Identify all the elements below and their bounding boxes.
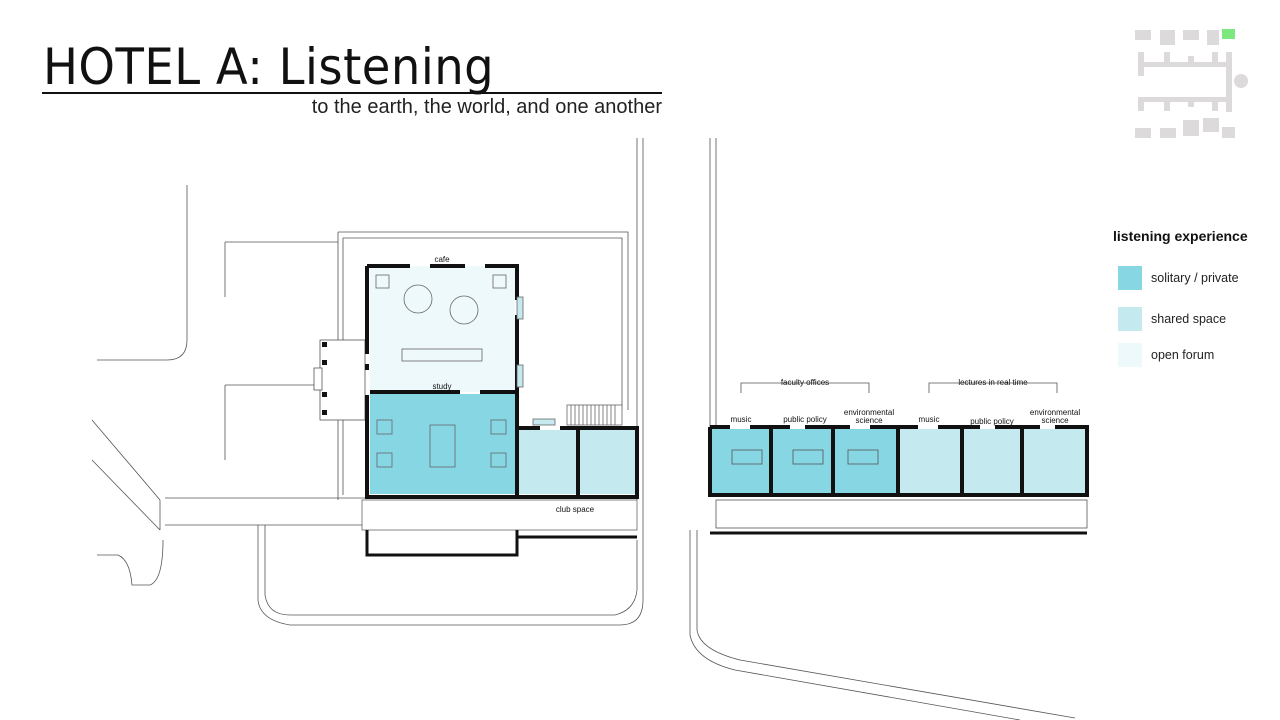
label-club-space: club space [556,505,595,514]
label-room: environmental [1030,408,1080,417]
legend-item-solitary: solitary / private [1118,266,1239,290]
label-study: study [432,382,451,391]
label-cafe: cafe [434,255,450,264]
legend-swatch [1118,343,1142,367]
label-lectures: lectures in real time [958,378,1028,387]
label-room: science [1041,416,1069,425]
label-room: music [919,415,940,424]
title-underline [42,92,662,94]
legend-title: listening experience [1113,228,1248,244]
page-title: HOTEL A: Listening [43,38,495,96]
lecture-rooms [900,429,1086,493]
label-room: science [855,416,883,425]
cafe-room [370,266,515,392]
legend-swatch [1118,266,1142,290]
legend-label: solitary / private [1151,271,1239,285]
left-building: cafe study club space [313,255,639,557]
label-room: environmental [844,408,894,417]
legend-item-shared: shared space [1118,307,1226,331]
page-subtitle: to the earth, the world, and one another [311,96,662,118]
legend-label: shared space [1151,312,1227,326]
legend-swatch [1118,307,1142,331]
legend: listening experience solitary / private … [1113,228,1273,367]
label-room: music [731,415,752,424]
legend-label: open forum [1151,348,1215,362]
right-building: faculty offices lectures in real time mu… [708,378,1089,535]
label-room: public policy [783,415,827,424]
legend-item-open-forum: open forum [1118,343,1214,367]
key-map-highlight [1222,29,1235,39]
label-room: public policy [970,417,1014,426]
key-map [1135,29,1248,138]
study-room [370,394,515,494]
site-lines [91,138,1076,720]
porch [319,339,366,421]
faculty-offices-rooms [712,429,898,493]
label-faculty-offices: faculty offices [781,378,829,387]
